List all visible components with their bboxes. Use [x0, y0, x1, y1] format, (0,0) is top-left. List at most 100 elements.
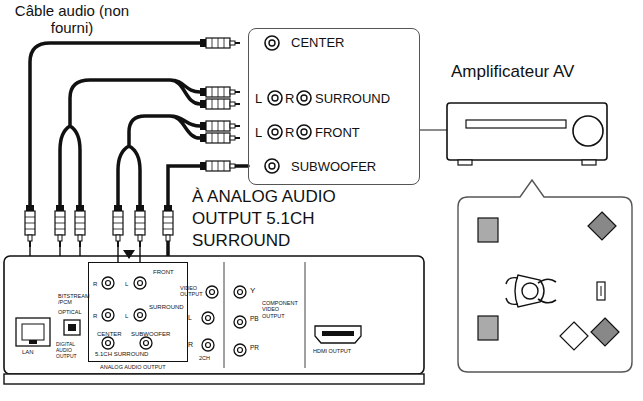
audio-cable: [30, 43, 200, 205]
player-rear-panel: [4, 256, 424, 384]
panel-label: VIDEO OUTPUT: [180, 285, 207, 298]
analog-jack: [234, 316, 246, 328]
player-rear-panel: [224, 262, 225, 368]
analog-jack: [102, 337, 114, 349]
amp-input-jack: [265, 36, 279, 50]
rca-plug: [113, 205, 123, 247]
node-text: SURROUND: [149, 304, 184, 311]
rca-plug: [200, 161, 240, 171]
callout-line: [420, 129, 447, 130]
audio-cable: [118, 116, 200, 205]
speaker-layout: [560, 322, 588, 350]
plug-lead: [29, 247, 30, 256]
analog-jack: [202, 312, 214, 324]
amplifier: Amplificateur AV: [447, 62, 627, 162]
speaker-layout: [588, 212, 616, 240]
amp-input-jack: [268, 125, 282, 139]
rca-plug: [200, 99, 240, 109]
rca-plug: [200, 133, 240, 143]
rca-plug: [75, 205, 85, 247]
speaker-layout: [478, 316, 498, 340]
speaker-layout: [478, 218, 498, 242]
analog-jack: [134, 309, 146, 321]
plug-lead: [79, 247, 80, 256]
lan-port: [29, 340, 37, 344]
analog-jack: [202, 339, 214, 351]
amp-input-jack: [265, 36, 311, 173]
panel-label: BITSTREAM /PCM: [58, 293, 88, 306]
node-text: CENTER: [97, 331, 122, 338]
speaker-layout: [515, 275, 544, 307]
av-amplifier: [458, 160, 472, 165]
speaker-layout: [522, 283, 538, 299]
node-text: L: [255, 92, 262, 107]
player-rear-panel: [4, 374, 424, 384]
rca-plug: [25, 205, 35, 247]
panel-label: L: [188, 314, 196, 322]
panel-label: PB: [250, 315, 264, 322]
rca-plug: [55, 205, 65, 247]
node-text: R: [285, 126, 294, 141]
analog-jack: [102, 277, 246, 356]
output-block: RLFRONTRLSURROUNDCENTERSUBWOOFER5.1CH SU…: [88, 262, 188, 362]
av-amplifier: [573, 116, 603, 146]
analog-jack: [102, 309, 114, 321]
analog-jack: [234, 286, 246, 298]
player-rear-panel: [305, 262, 306, 368]
node-text: L: [255, 126, 262, 141]
plug-lead: [59, 247, 60, 256]
callout-label: Câble audio (non fourni): [12, 2, 132, 37]
plug-lead: [117, 247, 118, 262]
rca-plug: [163, 205, 173, 247]
analog-jack: [134, 277, 146, 289]
pointer-arrow: [123, 250, 135, 259]
panel-label: OPTICAL: [58, 309, 88, 315]
plug-lead: [139, 247, 140, 262]
panel-label: DIGITAL AUDIO OUTPUT: [56, 342, 86, 359]
analog-jack: [206, 286, 218, 298]
speaker-layout: [458, 180, 632, 372]
node-text: SUBWOOFER: [131, 331, 170, 338]
analog-jack: [102, 277, 114, 289]
speaker-layout: [591, 318, 619, 346]
lan-port: [16, 318, 50, 346]
player-rear-panel: [4, 256, 424, 374]
lan-port: [22, 324, 44, 340]
analog-jack: [234, 344, 246, 356]
audio-cable: [30, 43, 200, 205]
audio-cable: [60, 80, 200, 205]
av-amplifier: [447, 103, 607, 165]
amp-input-jack: [268, 91, 282, 105]
hdmi-port: [315, 326, 361, 343]
hdmi-port: [315, 326, 361, 343]
rca-plug: [200, 87, 240, 97]
pointer-arrow: [123, 250, 135, 259]
node-text: R: [93, 313, 97, 320]
node-text: L: [125, 313, 128, 320]
node-text: R: [93, 281, 97, 288]
lan-port: [16, 318, 50, 346]
optical-port: [64, 320, 80, 335]
speaker-layout: [597, 282, 605, 300]
input-panel: CENTERLRSURROUNDLRFRONTSUBWOOFER: [248, 28, 420, 185]
node-text: 5.1CH SURROUND: [95, 351, 148, 358]
node-text: FRONT: [153, 269, 174, 276]
callout-label: À ANALOG AUDIO OUTPUT 5.1CH SURROUND: [192, 186, 392, 252]
node-text: SUBWOOFER: [291, 160, 376, 175]
node-text: R: [285, 92, 294, 107]
node-text: CENTER: [291, 36, 344, 51]
speaker-layout: [458, 180, 632, 372]
av-amplifier: [582, 160, 596, 165]
node-text: Amplificateur AV: [451, 62, 574, 82]
speaker-layout: [538, 279, 556, 303]
panel-label: ANALOG AUDIO OUTPUT: [100, 364, 200, 370]
panel-label: R: [188, 341, 196, 349]
analog-jack: [140, 337, 152, 349]
speaker-layout: [506, 278, 518, 305]
panel-label: 2CH: [199, 355, 219, 361]
amp-input-jack: [265, 159, 279, 173]
optical-port: [68, 324, 76, 331]
panel-label: COMPONENT VIDEO OUTPUT: [262, 300, 302, 319]
panel-label: LAN: [22, 349, 46, 356]
